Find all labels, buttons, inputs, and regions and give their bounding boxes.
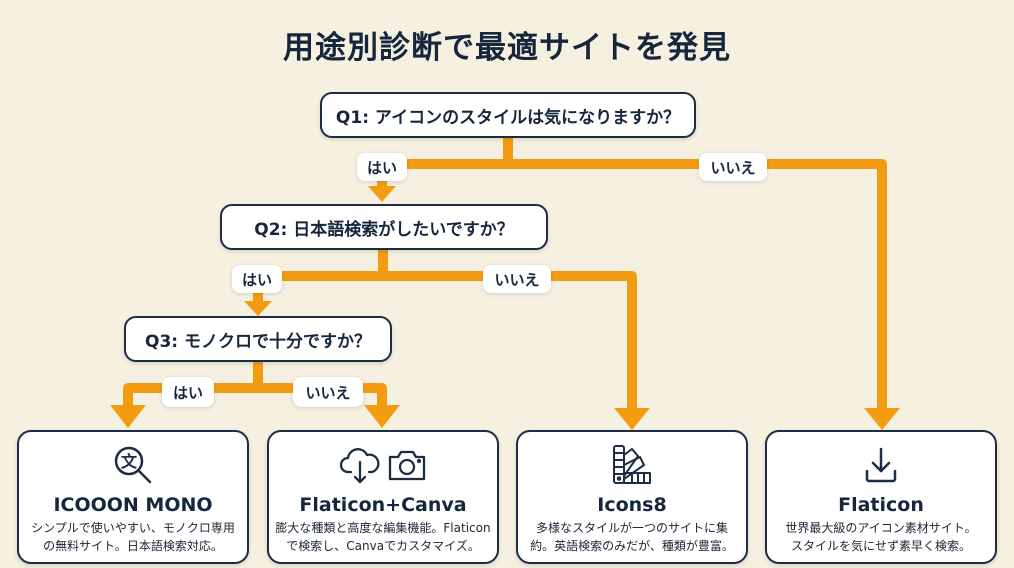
- result-card-flaticon-canva: Flaticon+Canva 膨大な種類と高度な編集機能。Flaticon で検…: [267, 430, 499, 564]
- svg-text:文: 文: [121, 452, 138, 471]
- result-description: 世界最大級のアイコン素材サイト。 スタイルを気にせず素早く検索。: [779, 519, 982, 555]
- description-line: 約。英語検索のみだが、種類が豊富。: [530, 539, 734, 553]
- result-card-icooon-mono: 文 ICOOON MONO シンプルで使いやすい、モノクロ専用 の無料サイト。日…: [17, 430, 249, 564]
- result-name: Flaticon: [838, 494, 924, 516]
- result-description: 多様なスタイルが一つのサイトに集 約。英語検索のみだが、種類が豊富。: [524, 519, 740, 555]
- connector-q1-no: [508, 159, 887, 412]
- description-line: スタイルを気にせず素早く検索。: [790, 539, 971, 553]
- branch-label-q1-no: いいえ: [699, 153, 767, 181]
- description-line: 世界最大級のアイコン素材サイト。: [785, 521, 977, 535]
- description-line: 多様なスタイルが一つのサイトに集: [535, 521, 728, 535]
- branch-label-q3-no: いいえ: [293, 377, 363, 407]
- question-q1: Q1: アイコンのスタイルは気になりますか？: [320, 92, 696, 138]
- result-card-icons8: Icons8 多様なスタイルが一つのサイトに集 約。英語検索のみだが、種類が豊富…: [516, 430, 748, 564]
- arrowhead-q3: [244, 301, 272, 316]
- description-line: の無料サイト。日本語検索対応。: [43, 539, 223, 553]
- result-name: ICOOON MONO: [53, 494, 213, 516]
- branch-label-q1-yes: はい: [357, 153, 407, 181]
- connector-q3-yes: [123, 383, 258, 408]
- branch-label-q2-no: いいえ: [483, 265, 551, 293]
- magnifier-text-icon: 文: [110, 442, 156, 488]
- cloud-download-icon: [339, 448, 380, 484]
- result-name: Flaticon+Canva: [299, 494, 467, 516]
- description-line: シンプルで使いやすい、モノクロ専用: [31, 521, 235, 535]
- connector-q2-no: [383, 271, 637, 412]
- arrowhead-q2: [368, 186, 396, 202]
- download-icon: [861, 442, 901, 488]
- cloud-download-camera-icon: [339, 442, 427, 488]
- result-name: Icons8: [597, 494, 667, 516]
- branch-label-q3-yes: はい: [162, 377, 214, 407]
- arrowhead-icons8: [614, 408, 650, 430]
- arrowhead-flaticon-canva: [364, 405, 400, 428]
- description-line: で検索し、Canvaでカスタマイズ。: [286, 539, 480, 553]
- camera-icon: [388, 450, 426, 481]
- question-q3: Q3: モノクロで十分ですか？: [124, 316, 392, 362]
- result-description: シンプルで使いやすい、モノクロ専用 の無料サイト。日本語検索対応。: [25, 519, 241, 555]
- question-q2: Q2: 日本語検索がしたいですか？: [220, 204, 548, 250]
- arrowhead-flaticon: [864, 408, 900, 430]
- page-title: 用途別診断で最適サイトを発見: [283, 30, 731, 66]
- arrowhead-icooon: [110, 405, 146, 428]
- branch-label-q2-yes: はい: [232, 265, 282, 293]
- description-line: 膨大な種類と高度な編集機能。Flaticon: [275, 521, 491, 535]
- color-swatch-icon: [610, 442, 654, 488]
- result-description: 膨大な種類と高度な編集機能。Flaticon で検索し、Canvaでカスタマイズ…: [269, 519, 496, 555]
- result-card-flaticon: Flaticon 世界最大級のアイコン素材サイト。 スタイルを気にせず素早く検索…: [765, 430, 997, 564]
